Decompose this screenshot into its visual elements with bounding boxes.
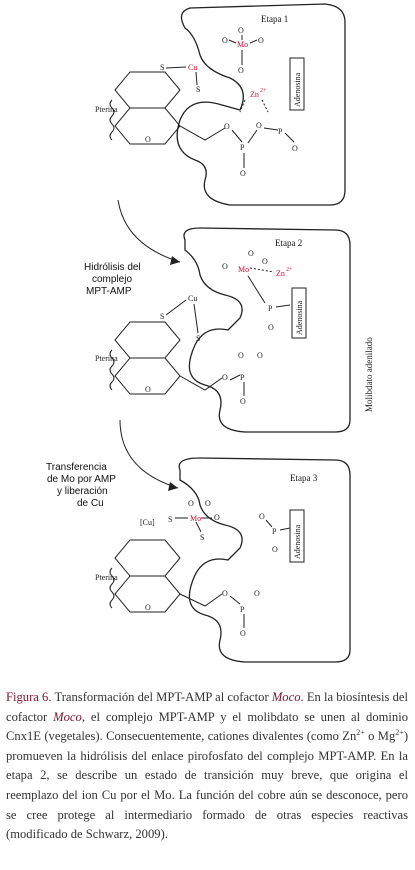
stage-3-s-left: S [168, 515, 172, 524]
stage-3-panel: Etapa 3 [Cu] Mo O O O Adenosina O P O S … [95, 457, 351, 663]
stage-3-o-chain: O [222, 589, 228, 598]
stage-3-adenosine-label: Adenosina [293, 524, 302, 559]
stage-3-p-bottom: P [240, 605, 245, 614]
stage-1-p1: P [240, 143, 245, 152]
stage-2-s-right: S [196, 334, 200, 343]
stage-2-label: Etapa 2 [275, 238, 302, 248]
stage-1-s-right: S [196, 85, 200, 94]
caption-sup-2: 2+ [395, 728, 404, 737]
stage-2-o-top: O [248, 249, 254, 258]
stage-1-enzyme-outline [176, 3, 346, 206]
transferencia-line-4: de Cu [77, 498, 104, 509]
arrow-2-head [168, 482, 178, 491]
stage-2-enzyme-outline [183, 227, 351, 433]
stage-3-label: Etapa 3 [290, 473, 318, 483]
molibdato-adenilado-label: Molibdato adenilado [364, 337, 374, 412]
stage-3-o-amp: O [259, 512, 265, 521]
stage-1-label: Etapa 1 [261, 14, 288, 24]
stage-1-o-bridge: O [256, 121, 262, 130]
stage-2-adenosine-label: Adenosina [295, 300, 304, 335]
caption-text-3: , el complejo MPT-AMP y el molibdato se … [6, 709, 409, 744]
transferencia-line-1: Transferencia [46, 462, 107, 473]
figure-label: Figura 6. [6, 690, 52, 704]
stage-1-o-top: O [238, 26, 244, 35]
stage-1-pterin-ring-top [114, 71, 181, 109]
stage-3-cu-released: [Cu] [140, 518, 155, 527]
stage-2-p-bottom: P [240, 373, 245, 382]
arrow-2 [119, 419, 179, 489]
stage-1-pterina-label: Pterina [95, 105, 118, 114]
stage-2-pterin-ring-bottom [114, 357, 181, 395]
stage-1-o-ring: O [145, 135, 151, 144]
stage-3-o-top2: O [205, 499, 211, 508]
caption-moco-1: Moco [271, 690, 301, 704]
stage-2-o-ring: O [145, 385, 151, 394]
stage-1-pterin-ring-bottom [114, 107, 181, 145]
stage-3-o-top: O [188, 499, 194, 508]
hidrolisis-line-1: Hidrólisis del [84, 262, 141, 273]
stage-1-o-bottom: O [238, 66, 244, 75]
caption-moco-2: Moco [53, 709, 82, 724]
stage-3-pterin-ring-top [114, 539, 181, 577]
hidrolisis-line-3: MPT-AMP [86, 286, 132, 297]
stage-1-zn: Zn [250, 90, 259, 99]
stage-1-zn-charge: 2+ [260, 88, 267, 94]
stage-2-zn: Zn [276, 269, 285, 278]
arrow-1-head [170, 256, 180, 265]
stage-1-o-p2: O [292, 144, 298, 153]
caption-text-4: o Mg [364, 729, 396, 744]
stage-2-pterin-ring-top [114, 321, 181, 359]
stage-1-adenosine-box [289, 57, 305, 111]
stage-1-p2: P [278, 127, 283, 136]
stage-2-pterina-label: Pterina [95, 354, 118, 363]
stage-3-p-amp: P [272, 527, 277, 536]
transferencia-line-3: y liberación [57, 486, 108, 497]
stage-1-mo-atom: Mo [237, 40, 248, 49]
stage-2-o-left: O [222, 262, 228, 271]
stage-3-s-right: S [200, 533, 204, 542]
stage-2-o-p-top: O [268, 323, 274, 332]
stage-2-zn-charge: 2+ [286, 267, 293, 273]
stage-3-o-p-b2: O [240, 629, 246, 638]
stage-3-o-right: O [214, 513, 220, 522]
stage-1-o-right: O [258, 36, 264, 45]
stage-2-o-p-b3: O [240, 397, 246, 406]
stage-3-adenosine-box [289, 509, 305, 563]
stage-2-panel: Etapa 2 Mo O O O Zn 2+ Adenosina P O S C… [95, 227, 351, 433]
stage-2-cu: Cu [188, 294, 197, 303]
transferencia-line-2: de Mo por AMP [47, 474, 116, 485]
caption-sup-1: 2+ [356, 728, 365, 737]
stage-2-p-top: P [268, 304, 273, 313]
stage-2-o-chain: O [222, 373, 228, 382]
stage-3-o-ring: O [145, 603, 151, 612]
stage-1-o-chain1: O [224, 122, 230, 131]
stage-2-o-right: O [262, 257, 268, 266]
stage-1-s-left: S [160, 63, 164, 72]
caption-text-2: . En la biosíntesis del cofactor [6, 690, 408, 724]
stage-2-o-p-b2: O [257, 351, 263, 360]
stage-2-o-p-b1: O [238, 351, 244, 360]
stage-3-enzyme-outline [178, 457, 351, 663]
stage-3-o-amp-bottom: O [272, 545, 278, 554]
hidrolisis-line-2: complejo [92, 274, 132, 285]
stage-3-pterina-label: Pterina [95, 573, 118, 582]
stage-2-mo: Mo [238, 265, 249, 274]
caption-text-5: ) promueven la hidrólisis del enlace pir… [6, 729, 409, 842]
stage-1-cu: Cu [188, 63, 197, 72]
stage-3-pterin-ring-bottom [114, 575, 181, 613]
stage-2-s-left: S [160, 312, 164, 321]
stage-1-o-p1-bottom: O [240, 169, 246, 178]
stage-1-adenosine-label: Adenosina [293, 72, 302, 107]
stage-3-mo: Mo [190, 514, 201, 523]
stage-3-o-p-b1: O [254, 589, 260, 598]
moco-biosynthesis-figure: Etapa 1 Mo O O O O Adenosina Zn 2+ S Cu … [46, 3, 374, 663]
stage-1-panel: Etapa 1 Mo O O O O Adenosina Zn 2+ S Cu … [95, 3, 346, 206]
stage-2-adenosine-box [291, 287, 307, 339]
stage-1-o-left: O [222, 36, 228, 45]
caption-text-1: Transformación del MPT-AMP al cofactor [51, 690, 272, 704]
figure-caption: Figura 6. Transformación del MPT-AMP al … [6, 688, 408, 845]
arrow-1 [117, 199, 181, 263]
